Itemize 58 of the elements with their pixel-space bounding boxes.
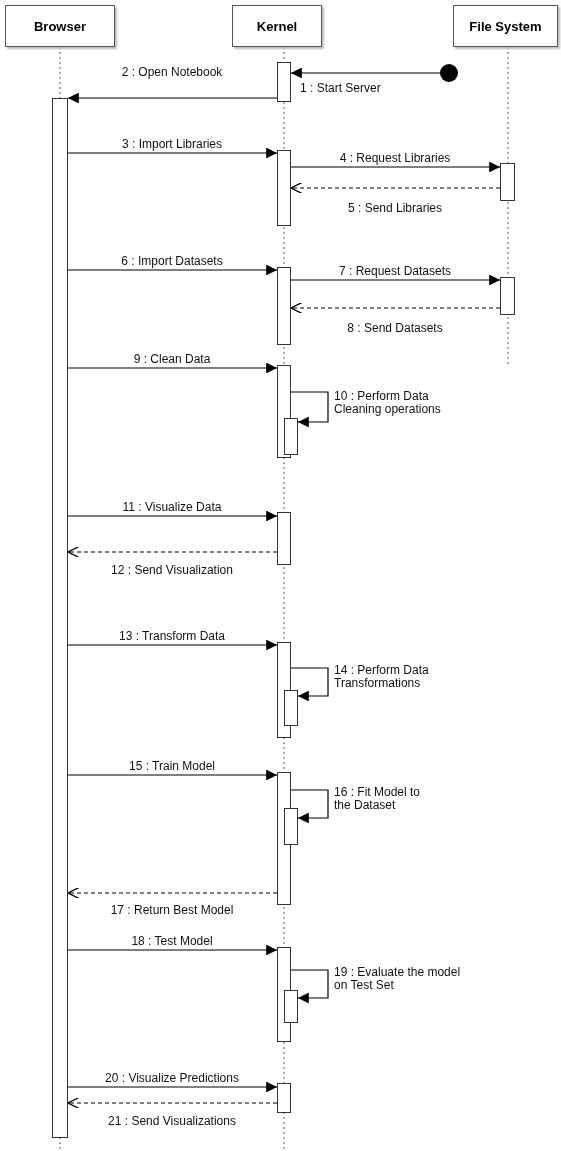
edge-label: 20 : Visualize Predictions: [104, 1072, 240, 1085]
lifeline-header: Kernel: [232, 5, 322, 47]
edge-label: 15 : Train Model: [127, 760, 216, 773]
arrow: [290, 391, 329, 428]
activation-bar: [284, 808, 298, 845]
arrow: [67, 264, 278, 276]
dashed-arrow: [290, 301, 501, 315]
edge-label: 17 : Return Best Model: [109, 904, 235, 917]
activation-bar: [500, 277, 515, 315]
activation-bar: [277, 1083, 291, 1113]
edge-label: 1 : Start Server: [300, 82, 381, 95]
edge-label: 12 : Send Visualization: [110, 564, 234, 577]
edge-label: 10 : Perform Data Cleaning operations: [334, 390, 442, 416]
activation-bar: [500, 163, 515, 201]
edge-label: 16 : Fit Model to the Dataset: [334, 786, 422, 812]
edge-label: 6 : Import Datasets: [120, 255, 224, 268]
arrow: [67, 510, 278, 522]
activation-bar: [284, 690, 298, 726]
arrow: [290, 789, 329, 824]
dashed-arrow: [290, 181, 501, 195]
edge-label: 3 : Import Libraries: [120, 138, 223, 151]
lifeline-header: File System: [453, 5, 558, 47]
arrow: [290, 969, 329, 1004]
edge-label: 4 : Request Libraries: [338, 152, 452, 165]
arrow: [290, 274, 501, 286]
edge-label: 11 : Visualize Data: [121, 501, 223, 514]
edge-label: 21 : Send Visualizations: [107, 1115, 237, 1128]
activation-bar: [277, 150, 291, 226]
start-dot: [440, 64, 458, 82]
arrow: [67, 639, 278, 651]
arrow: [67, 944, 278, 956]
dashed-arrow: [67, 1096, 278, 1110]
arrow: [67, 362, 278, 374]
arrow: [67, 92, 278, 104]
arrow: [290, 67, 441, 79]
activation-bar: [277, 512, 291, 565]
arrow: [290, 161, 501, 173]
activation-bar: [277, 267, 291, 345]
dashed-arrow: [67, 545, 278, 559]
edge-label: 18 : Test Model: [130, 935, 214, 948]
edge-label: 13 : Transform Data: [117, 630, 226, 643]
activation-bar: [284, 418, 298, 455]
edge-label: 8 : Send Datasets: [346, 322, 444, 335]
edge-label: 5 : Send Libraries: [346, 202, 444, 215]
arrow: [67, 147, 278, 159]
edge-label: 19 : Evaluate the model on Test Set: [334, 966, 462, 992]
edge-label: 9 : Clean Data: [132, 353, 212, 366]
lifeline-header: Browser: [5, 5, 115, 47]
edge-label: 2 : Open Notebook: [120, 66, 224, 79]
activation-bar: [277, 62, 291, 102]
dashed-arrow: [67, 886, 278, 900]
arrow: [290, 667, 329, 702]
arrow: [67, 769, 278, 781]
activation-bar: [284, 990, 298, 1023]
edge-label: 14 : Perform Data Transformations: [334, 664, 430, 690]
edge-label: 7 : Request Datasets: [337, 265, 453, 278]
arrow: [67, 1081, 278, 1093]
activation-bar: [52, 98, 68, 1138]
